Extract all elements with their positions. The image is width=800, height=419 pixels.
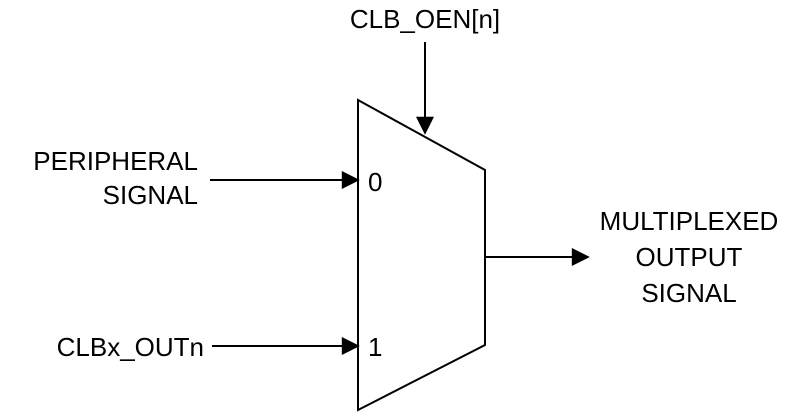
multiplexer-body (357, 98, 486, 412)
select-signal-label: CLB_OEN[n] (349, 4, 501, 34)
output-label-line3: SIGNAL (641, 278, 737, 308)
output-label-line2: OUTPUT (635, 242, 743, 272)
output-label-line1: MULTIPLEXED (599, 206, 779, 236)
input0-label-line2: SIGNAL (102, 180, 198, 210)
input1-label: CLBx_OUTn (56, 332, 204, 362)
input1-port-label: 1 (368, 332, 383, 362)
input0-label-line1: PERIPHERAL (33, 146, 198, 176)
input0-port-label: 0 (368, 167, 383, 197)
